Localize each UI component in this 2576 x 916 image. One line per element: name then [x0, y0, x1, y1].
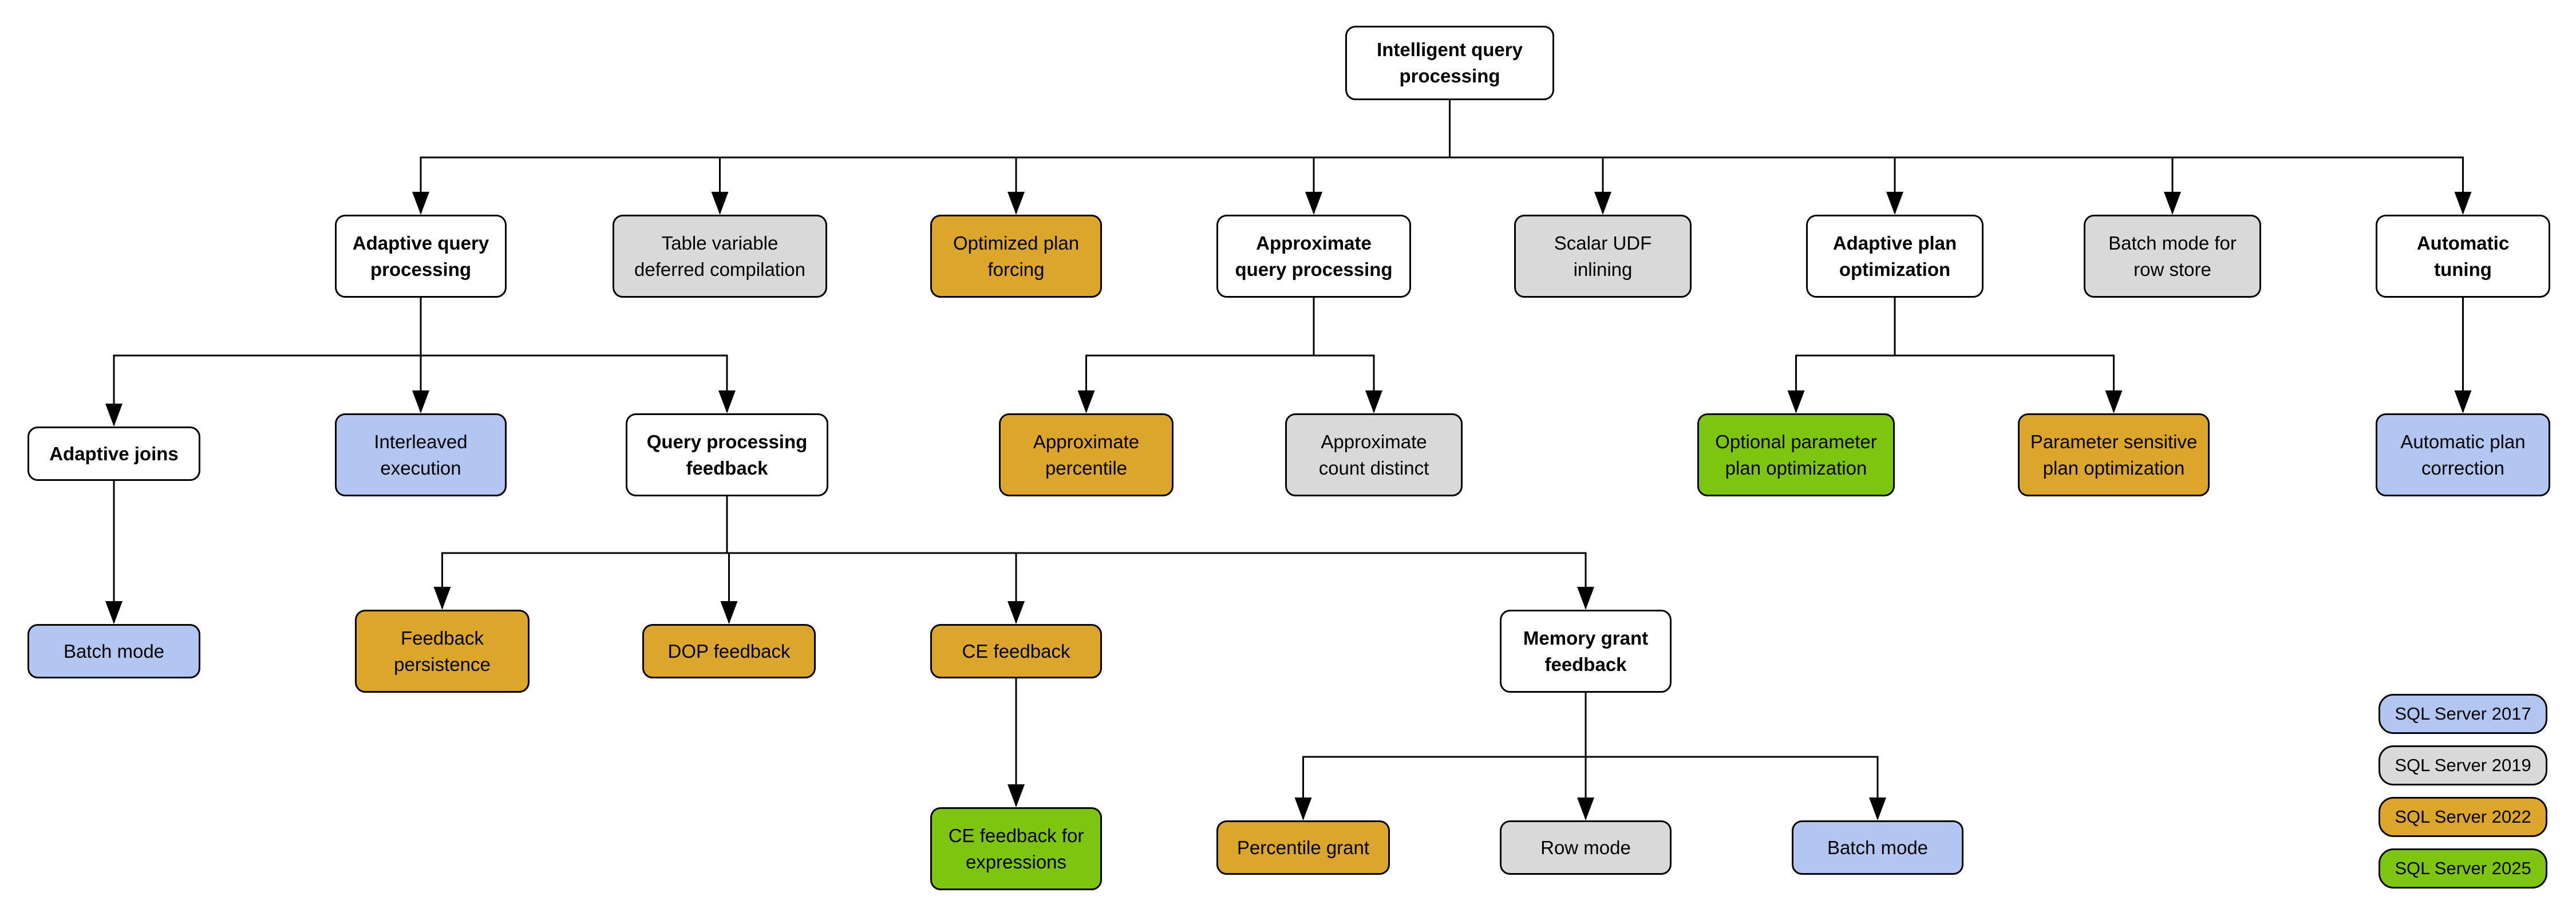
node-scalar-udf-inlining: Scalar UDF inlining: [1514, 215, 1692, 298]
node-approximate-percentile: Approximate percentile: [999, 413, 1174, 496]
legend-sql-server-2022: SQL Server 2022: [2379, 797, 2547, 837]
node-approximate-qp: Approximate query processing: [1216, 215, 1411, 298]
node-adaptive-plan-optimization: Adaptive plan optimization: [1806, 215, 1984, 298]
node-label: Adaptive query: [352, 232, 489, 254]
legend-sql-server-2025: SQL Server 2025: [2379, 848, 2547, 889]
node-label: Optimized plan: [953, 232, 1080, 254]
node-label: forcing: [987, 258, 1045, 280]
node-label: Batch mode: [63, 640, 165, 662]
node-adaptive-joins: Adaptive joins: [27, 427, 200, 481]
node-label: plan optimization: [1725, 457, 1867, 479]
node-root: Intelligent query processing: [1345, 26, 1554, 100]
node-label: DOP feedback: [667, 640, 791, 662]
node-query-processing-feedback: Query processing feedback: [626, 413, 828, 496]
node-label: Scalar UDF: [1554, 232, 1652, 254]
node-automatic-tuning: Automatic tuning: [2376, 215, 2550, 298]
node-batch-mode-row-store: Batch mode for row store: [2084, 215, 2261, 298]
node-table-variable-deferred-compilation: Table variable deferred compilation: [613, 215, 827, 298]
node-label: Automatic plan: [2400, 431, 2526, 452]
legend-sql-server-2017: SQL Server 2017: [2379, 694, 2547, 734]
node-label: Approximate: [1033, 431, 1140, 452]
node-label: CE feedback: [962, 640, 1070, 662]
node-label: Query processing: [646, 431, 808, 452]
node-label: Approximate: [1321, 431, 1427, 452]
node-label: Row mode: [1540, 836, 1631, 858]
node-label: inlining: [1573, 258, 1633, 280]
node-label: percentile: [1045, 457, 1128, 479]
node-label: processing: [370, 258, 472, 280]
node-ce-feedback: CE feedback: [930, 624, 1102, 678]
node-label: Intelligent query: [1377, 39, 1523, 60]
node-optimized-plan-forcing: Optimized plan forcing: [930, 215, 1102, 298]
node-percentile-grant: Percentile grant: [1216, 820, 1390, 875]
node-batch-mode-memory-grant: Batch mode: [1792, 820, 1963, 875]
node-label: feedback: [686, 457, 768, 479]
node-label: Adaptive plan: [1832, 232, 1957, 254]
node-interleaved-execution: Interleaved execution: [335, 413, 507, 496]
node-automatic-plan-correction: Automatic plan correction: [2376, 413, 2550, 496]
node-label: persistence: [394, 653, 491, 675]
node-label: processing: [1399, 65, 1500, 86]
node-label: feedback: [1544, 653, 1627, 675]
node-label: count distinct: [1318, 457, 1429, 479]
legend-sql-server-2019: SQL Server 2019: [2379, 745, 2547, 785]
node-label: CE feedback for: [948, 824, 1084, 846]
node-label: deferred compilation: [634, 258, 805, 280]
node-label: optimization: [1839, 258, 1951, 280]
node-label: plan optimization: [2042, 457, 2185, 479]
node-label: tuning: [2434, 258, 2492, 280]
node-label: Memory grant: [1523, 627, 1649, 649]
node-approximate-count-distinct: Approximate count distinct: [1285, 413, 1463, 496]
node-label: Interleaved: [374, 431, 468, 452]
node-dop-feedback: DOP feedback: [642, 624, 816, 678]
node-batch-mode-adaptive-joins: Batch mode: [27, 624, 200, 678]
node-label: Adaptive joins: [49, 443, 179, 464]
node-row-mode: Row mode: [1500, 820, 1672, 875]
node-ce-feedback-for-expressions: CE feedback for expressions: [930, 807, 1102, 890]
node-feedback-persistence: Feedback persistence: [355, 610, 530, 693]
node-label: row store: [2134, 258, 2211, 280]
node-label: Table variable: [661, 232, 779, 254]
node-label: Approximate: [1256, 232, 1372, 254]
node-label: expressions: [965, 851, 1067, 872]
node-label: correction: [2421, 457, 2504, 479]
node-adaptive-qp: Adaptive query processing: [335, 215, 507, 298]
node-label: Automatic: [2416, 232, 2510, 254]
node-label: Parameter sensitive: [2030, 431, 2198, 452]
node-label: execution: [380, 457, 461, 479]
node-optional-parameter-plan-optimization: Optional parameter plan optimization: [1697, 413, 1895, 496]
node-label: query processing: [1235, 258, 1393, 280]
node-parameter-sensitive-plan-optimization: Parameter sensitive plan optimization: [2018, 413, 2210, 496]
node-label: Optional parameter: [1715, 431, 1877, 452]
node-memory-grant-feedback: Memory grant feedback: [1500, 610, 1672, 693]
node-label: Feedback: [401, 627, 484, 649]
node-label: Batch mode: [1827, 836, 1929, 858]
node-label: Batch mode for: [2108, 232, 2237, 254]
node-label: Percentile grant: [1236, 836, 1370, 858]
